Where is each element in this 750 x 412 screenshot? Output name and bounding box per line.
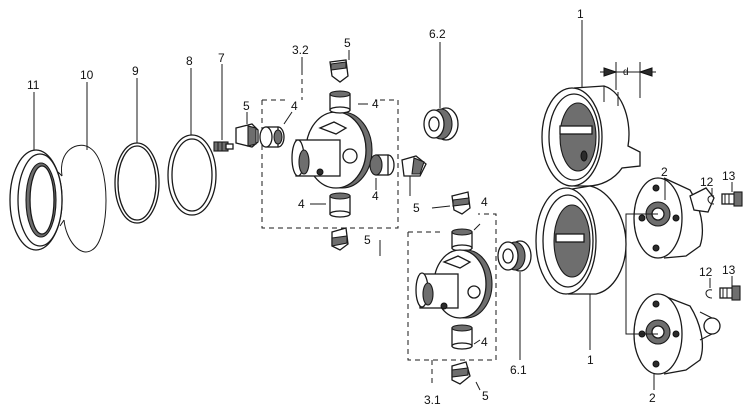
label-13-upper: 13 [722,169,736,183]
bearing-cup-4-top [329,90,351,114]
cross-hub-3-2 [291,111,373,189]
label-5-left: 5 [243,99,250,113]
label-4-31-top: 4 [481,195,488,209]
ring-8 [167,134,217,216]
label-9: 9 [132,64,139,78]
bolt-13-upper [721,191,743,207]
label-7: 7 [218,51,225,65]
label-11: 11 [27,78,40,92]
frame-3-1 [407,213,497,384]
yoke-drum-1-lower [535,185,627,295]
label-2-lower: 2 [649,391,656,405]
bearing-cap-5-low [451,361,471,385]
label-5-low: 5 [482,389,489,403]
label-dimension-d: d [623,67,629,78]
label-12-lower: 12 [699,265,713,279]
bearing-cap-5-bottom [331,227,349,251]
ring-11 [9,149,63,251]
seal-6-2 [423,107,459,141]
label-5-top: 5 [344,36,351,50]
bearing-cap-5-left [235,123,259,148]
ring-9 [114,142,160,224]
label-2-upper: 2 [661,165,668,179]
washer-12-lower [705,289,713,299]
bearing-cup-4-bottom [329,192,351,218]
label-8: 8 [186,54,193,68]
label-6-2: 6.2 [429,27,446,41]
bolt-13-lower [719,285,741,301]
grease-nipple-7 [213,141,234,152]
bearing-cap-5-top [329,59,349,83]
label-5-right: 5 [413,201,420,215]
yoke-drum-1-upper [541,85,641,187]
dimension-d [600,62,656,98]
bearing-cup-4-31-bottom [451,324,473,350]
label-4-31-bottom: 4 [481,335,488,349]
bearing-cup-4-left [259,126,285,148]
label-13-lower: 13 [722,263,736,277]
seal-6-1 [497,240,532,272]
label-3-1: 3.1 [424,393,441,407]
label-5-bottom: 5 [364,233,371,247]
bearing-cup-4-31-top [451,228,473,252]
label-3-2: 3.2 [292,43,309,57]
label-4-left: 4 [291,99,298,113]
flange-yoke-2-upper [633,177,715,259]
label-4-right: 4 [372,189,379,203]
label-4-bottom: 4 [298,197,305,211]
label-1-upper: 1 [577,7,584,21]
bearing-cap-5-right [401,155,427,177]
leader-lines [33,20,733,391]
label-12-upper: 12 [700,175,714,189]
frame-3-2 [261,57,399,229]
snap-ring-10 [57,144,107,253]
label-6-1: 6.1 [510,363,527,377]
assembly-connector-line [625,213,658,335]
label-10: 10 [80,68,94,82]
cross-hub-3-1 [415,249,493,319]
bearing-cap-5-mid [451,191,471,215]
bearing-cup-4-right [369,154,395,176]
label-4-top: 4 [372,97,379,111]
label-1-lower: 1 [587,353,594,367]
